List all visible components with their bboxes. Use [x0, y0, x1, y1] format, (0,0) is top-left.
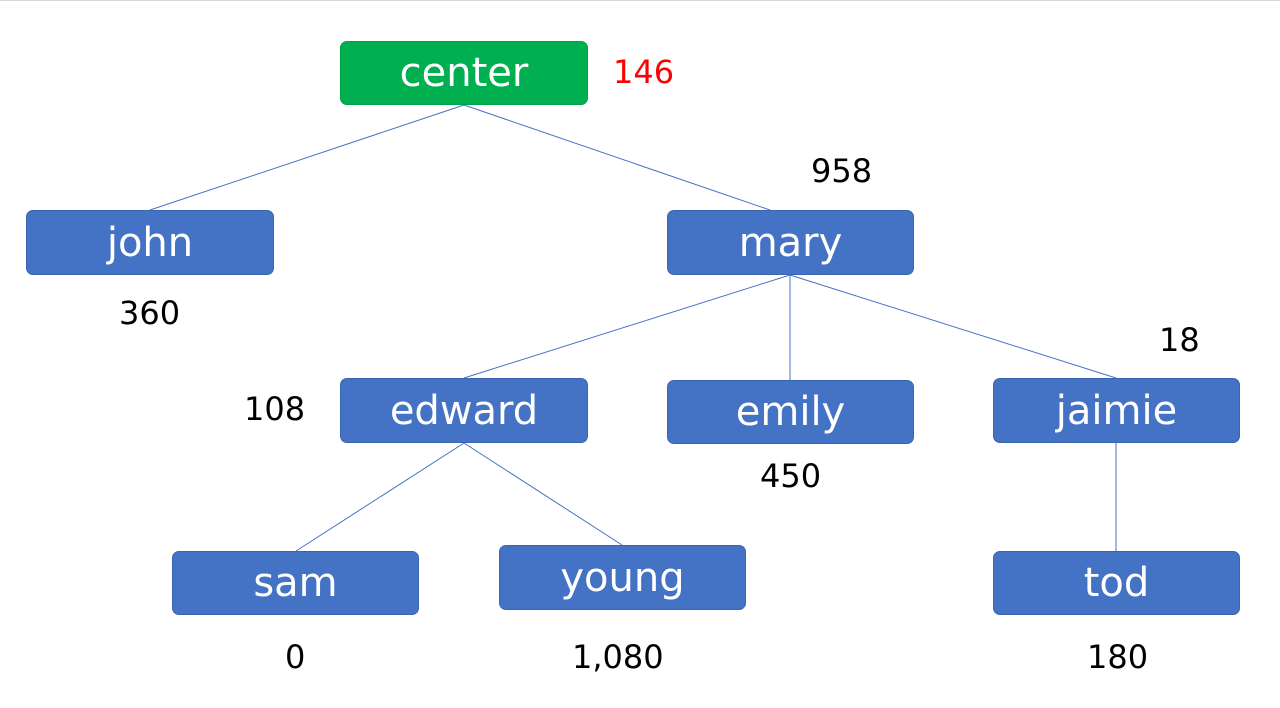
- node-sam: sam: [172, 551, 419, 615]
- node-john-label: john: [106, 219, 194, 266]
- value-emily: 450: [760, 457, 822, 495]
- node-emily-label: emily: [735, 389, 846, 435]
- value-sam: 0: [285, 638, 306, 676]
- value-jaimie: 18: [1159, 321, 1200, 359]
- node-tod: tod: [993, 551, 1240, 615]
- value-center: 146: [613, 53, 675, 91]
- node-edward-label: edward: [389, 387, 539, 434]
- node-emily: emily: [667, 380, 914, 444]
- top-border: [0, 0, 1280, 1]
- value-edward: 108: [244, 390, 306, 428]
- node-young: young: [499, 545, 746, 610]
- edge-center-john: [149, 104, 465, 211]
- node-edward: edward: [340, 378, 588, 443]
- value-john: 360: [119, 294, 181, 332]
- node-young-label: young: [560, 554, 685, 601]
- node-jaimie-label: jaimie: [1055, 387, 1178, 434]
- node-mary-label: mary: [738, 219, 843, 266]
- node-center-label: center: [399, 50, 529, 96]
- edge-center-mary: [463, 104, 771, 211]
- value-young: 1,080: [572, 638, 664, 676]
- value-tod: 180: [1087, 638, 1149, 676]
- node-mary: mary: [667, 210, 914, 275]
- node-tod-label: tod: [1083, 560, 1150, 606]
- node-jaimie: jaimie: [993, 378, 1240, 443]
- edge-mary-edward: [463, 274, 791, 379]
- edge-edward-young: [463, 442, 623, 546]
- edge-mary-jaimie: [789, 274, 1117, 379]
- value-mary: 958: [811, 152, 873, 190]
- edge-edward-sam: [295, 442, 465, 552]
- node-sam-label: sam: [253, 560, 338, 606]
- node-center: center: [340, 41, 588, 105]
- node-john: john: [26, 210, 274, 275]
